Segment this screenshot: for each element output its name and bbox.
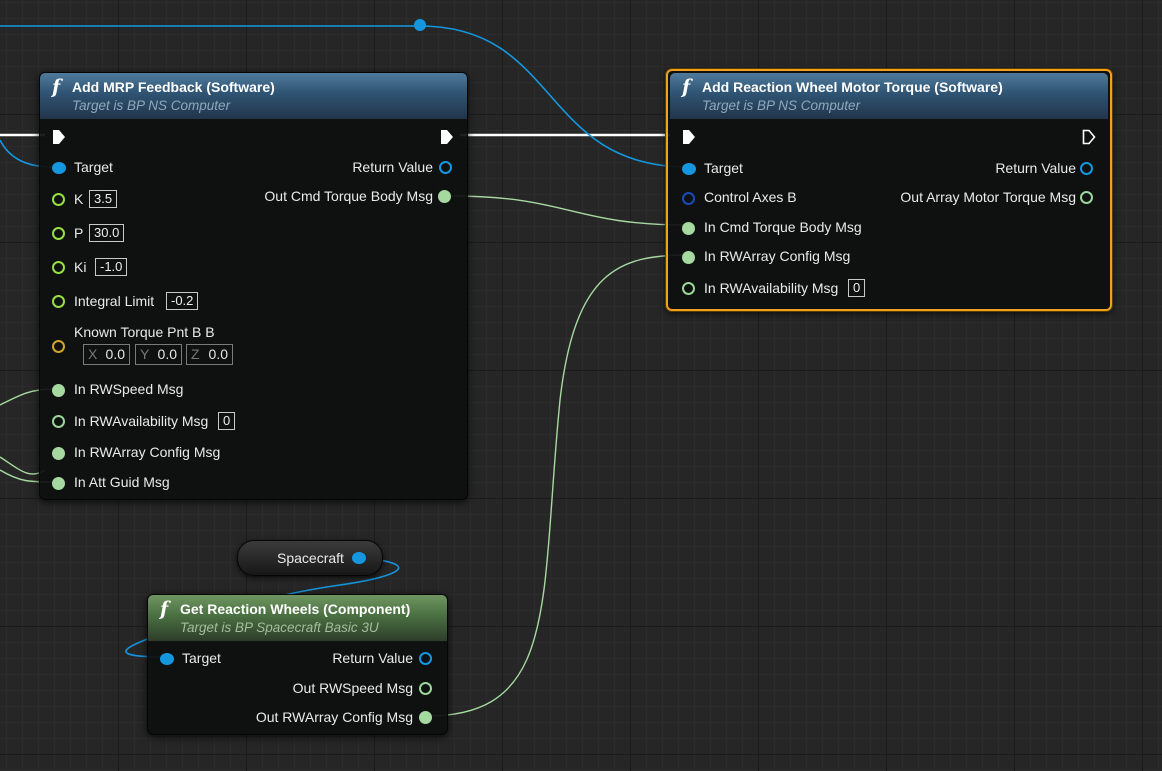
exec-out-pin-icon[interactable] — [1082, 129, 1096, 145]
in-rwavailability-pin-icon[interactable] — [52, 415, 65, 428]
node-header[interactable]: f Add Reaction Wheel Motor Torque (Softw… — [670, 73, 1108, 119]
p-label: P — [74, 225, 84, 241]
in-att-guid-label: In Att Guid Msg — [74, 474, 170, 490]
out-array-motor-torque-label: Out Array Motor Torque Msg — [900, 189, 1076, 205]
known-torque-pin-icon[interactable] — [52, 340, 65, 353]
node-get-reaction-wheels[interactable]: f Get Reaction Wheels (Component) Target… — [147, 594, 448, 735]
z-axis-label: Z — [191, 346, 200, 362]
out-array-motor-torque-pin-icon[interactable] — [1080, 191, 1093, 204]
ki-pin-icon[interactable] — [52, 261, 65, 274]
ki-input[interactable]: -1.0 — [95, 258, 128, 276]
out-rwarray-pin-icon[interactable] — [419, 711, 432, 724]
node-title: Add Reaction Wheel Motor Torque (Softwar… — [702, 79, 1003, 95]
return-value-pin-icon[interactable] — [1080, 162, 1093, 175]
k-input[interactable]: 3.5 — [89, 190, 118, 208]
in-rwavailability-label: In RWAvailability Msg — [704, 280, 839, 296]
spacecraft-variable-node[interactable]: Spacecraft — [237, 540, 383, 576]
known-torque-x-input[interactable]: X 0.0 — [83, 344, 130, 365]
in-rwarray-pin-icon[interactable] — [682, 251, 695, 264]
in-rwavailability-input[interactable]: 0 — [218, 412, 236, 430]
in-rwavailability-pin-icon[interactable] — [682, 282, 695, 295]
node-add-reaction-wheel-motor-torque[interactable]: f Add Reaction Wheel Motor Torque (Softw… — [666, 69, 1112, 311]
target-wire-top — [0, 25, 689, 168]
node-title: Get Reaction Wheels (Component) — [180, 601, 411, 617]
node-subtitle: Target is BP NS Computer — [72, 98, 231, 113]
target-pin-icon[interactable] — [160, 653, 174, 665]
function-icon: f — [160, 598, 169, 620]
out-rwspeed-pin-icon[interactable] — [419, 682, 432, 695]
known-torque-y-input[interactable]: Y 0.0 — [135, 344, 182, 365]
function-icon: f — [52, 76, 61, 98]
node-header[interactable]: f Get Reaction Wheels (Component) Target… — [148, 595, 447, 641]
in-rwspeed-pin-icon[interactable] — [52, 384, 65, 397]
in-rwavailability-input[interactable]: 0 — [848, 279, 866, 297]
reroute-knot — [414, 19, 426, 31]
y-value: 0.0 — [157, 346, 177, 362]
target-pin-icon[interactable] — [682, 163, 696, 175]
x-axis-label: X — [88, 346, 98, 362]
node-header[interactable]: f Add MRP Feedback (Software) Target is … — [40, 73, 467, 119]
target-pin-icon[interactable] — [52, 162, 66, 174]
integral-limit-label: Integral Limit — [74, 293, 155, 309]
exec-in-pin-icon[interactable] — [52, 129, 66, 145]
return-value-label: Return Value — [332, 650, 413, 666]
target-label: Target — [182, 650, 221, 666]
known-torque-label: Known Torque Pnt B B — [74, 324, 215, 340]
in-cmd-torque-label: In Cmd Torque Body Msg — [704, 219, 862, 235]
node-add-mrp-feedback[interactable]: f Add MRP Feedback (Software) Target is … — [39, 72, 468, 500]
in-att-guid-pin-icon[interactable] — [52, 477, 65, 490]
ki-label: Ki — [74, 259, 87, 275]
integral-limit-pin-icon[interactable] — [52, 295, 65, 308]
x-value: 0.0 — [105, 346, 125, 362]
return-value-label: Return Value — [352, 159, 433, 175]
out-cmd-torque-label: Out Cmd Torque Body Msg — [264, 188, 433, 204]
integral-limit-input[interactable]: -0.2 — [166, 292, 199, 310]
return-value-label: Return Value — [995, 160, 1076, 176]
node-title: Add MRP Feedback (Software) — [72, 79, 275, 95]
known-torque-z-input[interactable]: Z 0.0 — [186, 344, 233, 365]
p-input[interactable]: 30.0 — [89, 224, 125, 242]
control-axes-pin-icon[interactable] — [682, 192, 695, 205]
k-label: K — [74, 191, 84, 207]
return-value-pin-icon[interactable] — [419, 652, 432, 665]
in-cmd-torque-pin-icon[interactable] — [682, 222, 695, 235]
k-pin-icon[interactable] — [52, 193, 65, 206]
out-rwspeed-label: Out RWSpeed Msg — [292, 680, 413, 696]
y-axis-label: Y — [140, 346, 150, 362]
in-rwspeed-label: In RWSpeed Msg — [74, 381, 184, 397]
in-rwarray-label: In RWArray Config Msg — [704, 248, 851, 264]
out-rwarray-label: Out RWArray Config Msg — [255, 709, 413, 725]
in-rwavailability-label: In RWAvailability Msg — [74, 413, 209, 429]
function-icon: f — [682, 76, 691, 98]
spacecraft-label: Spacecraft — [277, 550, 344, 566]
exec-out-pin-icon[interactable] — [440, 129, 454, 145]
p-pin-icon[interactable] — [52, 227, 65, 240]
spacecraft-pin-icon[interactable] — [352, 552, 366, 564]
node-subtitle: Target is BP NS Computer — [702, 98, 861, 113]
in-rwarray-pin-icon[interactable] — [52, 447, 65, 460]
out-cmd-torque-pin-icon[interactable] — [438, 190, 451, 203]
z-value: 0.0 — [208, 346, 228, 362]
return-value-pin-icon[interactable] — [439, 161, 452, 174]
control-axes-label: Control Axes B — [704, 189, 797, 205]
exec-in-pin-icon[interactable] — [682, 129, 696, 145]
target-label: Target — [74, 159, 113, 175]
node-subtitle: Target is BP Spacecraft Basic 3U — [180, 620, 379, 635]
target-label: Target — [704, 160, 743, 176]
in-rwarray-label: In RWArray Config Msg — [74, 444, 221, 460]
cmd-torque-wire — [449, 195, 689, 226]
rwarray-config-wire — [426, 254, 689, 717]
